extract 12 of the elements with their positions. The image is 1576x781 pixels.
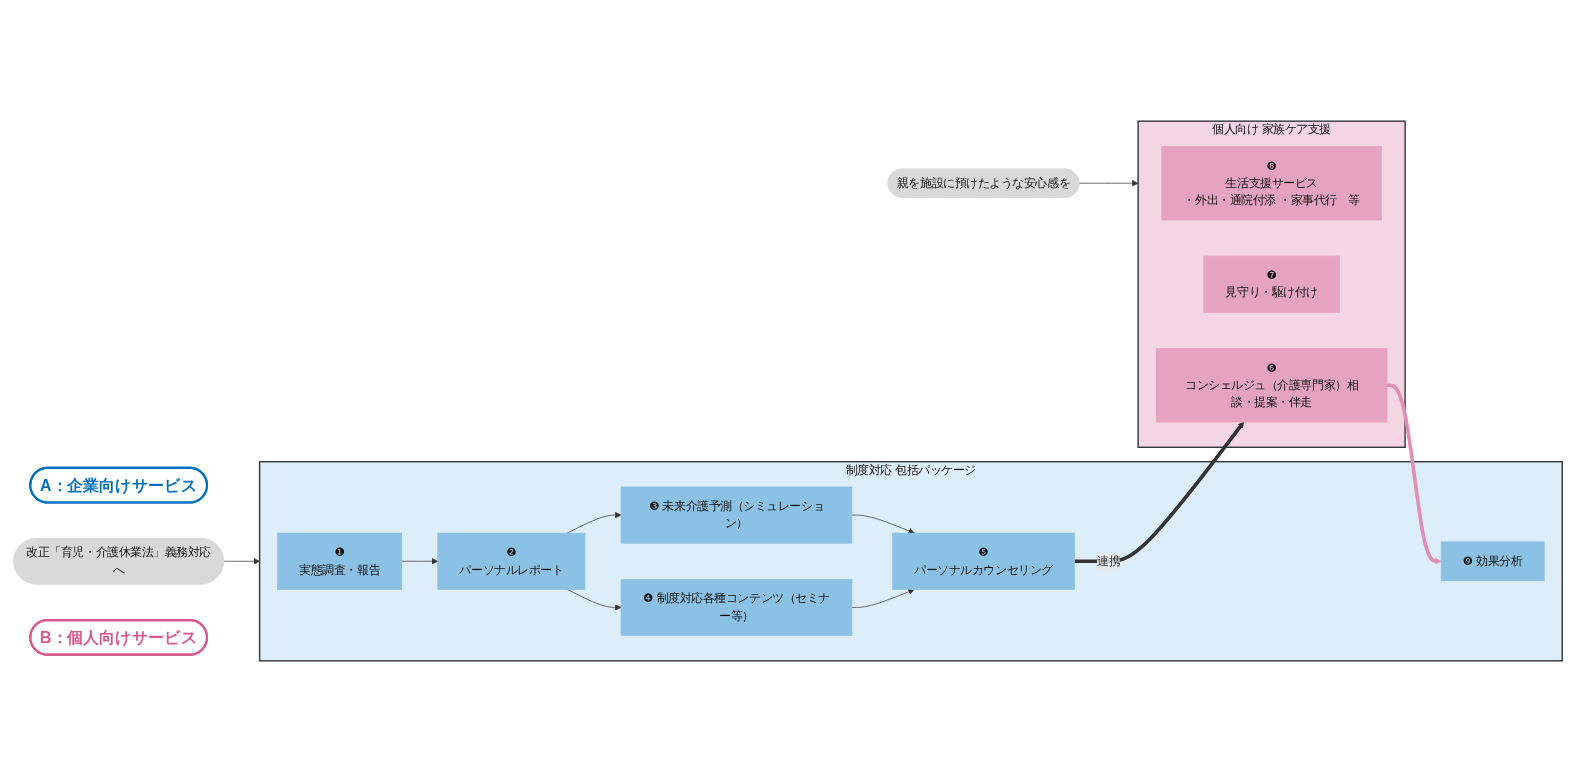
edge-label: 連携	[1097, 554, 1121, 567]
node-box: ❾ 効果分析	[1440, 540, 1545, 581]
arrow	[1074, 421, 1244, 563]
node-box: ❺ パーソナルカウンセリング	[892, 532, 1075, 590]
node-box: ❶ 実態調査・報告	[277, 532, 403, 590]
node-box: ❹ 制度対応各種コンテンツ（セミナー等）	[620, 578, 853, 636]
node-box: ❼ 見守り・駆け付け	[1203, 255, 1340, 313]
arrow	[1387, 382, 1442, 564]
node-box: ❽ 生活支援サービス ・外出・通院付添 ・家事代行 等	[1161, 145, 1382, 220]
node-box: ❻ コンシェルジュ（介護専門家）相談・提案・伴走	[1155, 347, 1388, 422]
node-box: ❷ パーソナルレポート	[437, 532, 586, 590]
node-box: ❸ 未来介護予測（シミュレーション）	[620, 486, 853, 544]
